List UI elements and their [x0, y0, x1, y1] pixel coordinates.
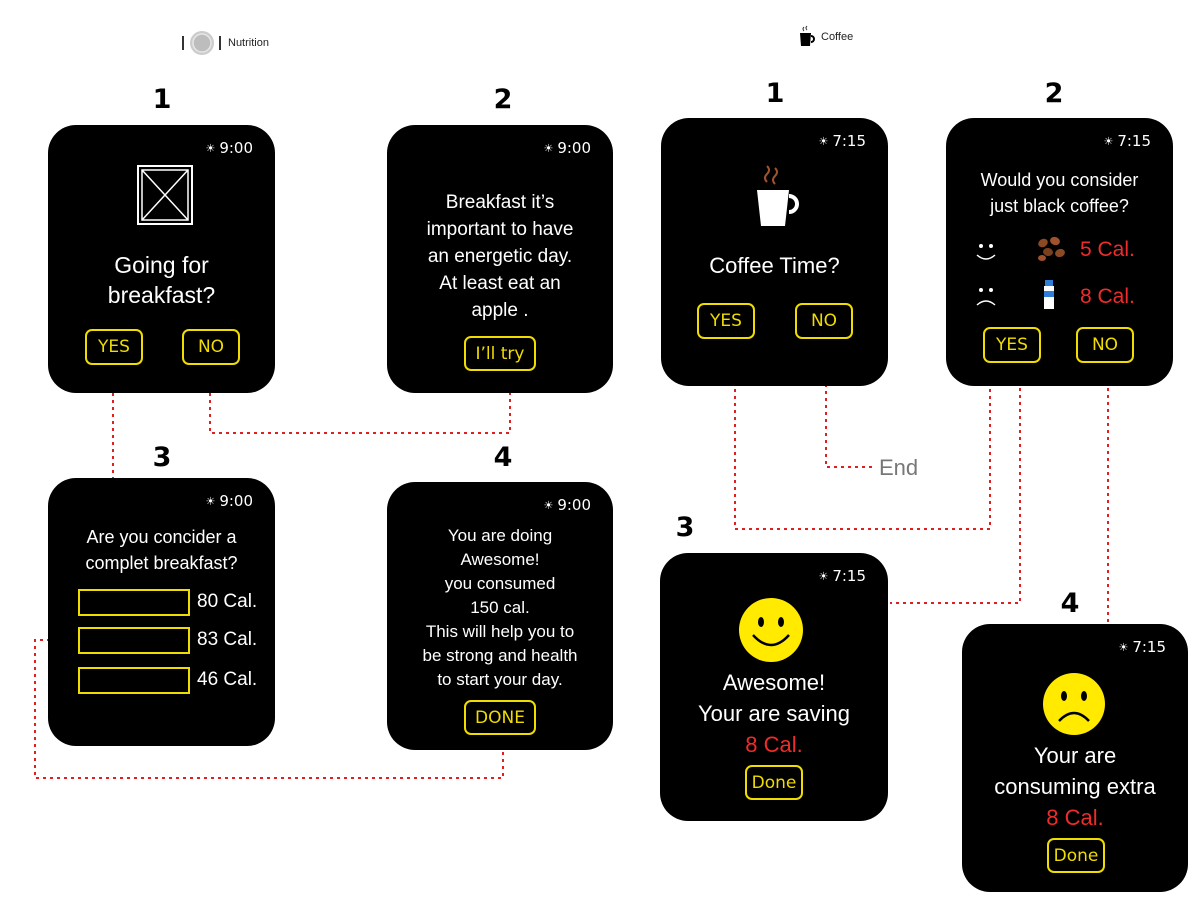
saving-calories: 8 Cal.	[745, 732, 803, 757]
nutrition-step-4-number: 4	[493, 442, 513, 473]
black-coffee-calories: 5 Cal.	[1080, 238, 1135, 261]
option-checkbox[interactable]	[78, 627, 190, 654]
plate-cutlery-icon	[182, 31, 221, 55]
done-button[interactable]: Done	[1047, 838, 1105, 873]
clock: ☀7:15	[818, 567, 866, 585]
coffee-time-question: Coffee Time?	[709, 253, 840, 278]
coffee-screen-3: ☀7:15 Awesome! Your are saving 8 Cal. Do…	[660, 553, 888, 821]
ill-try-button[interactable]: I’ll try	[464, 336, 536, 371]
connector-c2-yes-to-c3	[890, 367, 1021, 604]
nutrition-screen-3: ☀9:00 Are you concider a complet breakfa…	[48, 478, 275, 746]
end-label: End	[879, 455, 919, 480]
extra-consumption-message: Your are consuming extra 8 Cal.	[962, 740, 1188, 833]
nutrition-title: Nutrition	[228, 37, 269, 49]
coffee-header: Coffee	[797, 25, 853, 49]
clock: ☀7:15	[1103, 132, 1151, 150]
coffee-screen-4: ☀7:15 Your are consuming extra 8 Cal. Do…	[962, 624, 1188, 892]
coffee-screen-2: ☀7:15 Would you consider just black coff…	[946, 118, 1173, 386]
yes-button[interactable]: YES	[85, 329, 143, 365]
done-button[interactable]: DONE	[464, 700, 536, 735]
sun-icon: ☀	[205, 494, 216, 508]
option-checkbox[interactable]	[78, 589, 190, 616]
yes-button[interactable]: YES	[983, 327, 1041, 363]
coffee-step-1-number: 1	[765, 78, 785, 109]
image-placeholder-icon	[137, 165, 193, 225]
extra-calories: 8 Cal.	[1046, 805, 1104, 830]
clock: ☀9:00	[543, 139, 591, 157]
sad-face-icon	[1043, 673, 1105, 735]
milk-coffee-calories: 8 Cal.	[1080, 285, 1135, 308]
clock: ☀7:15	[1118, 638, 1166, 656]
smiley-face-icon	[739, 598, 803, 662]
nutrition-step-2-number: 2	[493, 84, 513, 115]
coffee-title: Coffee	[821, 31, 854, 43]
coffee-step-4-number: 4	[1060, 588, 1080, 619]
option-checkbox[interactable]	[78, 667, 190, 694]
coffee-step-2-number: 2	[1044, 78, 1064, 109]
connector-c1-yes-to-c2	[734, 340, 991, 530]
nutrition-step-1-number: 1	[152, 84, 172, 115]
coffee-screen-1: ☀7:15 Coffee Time? YES NO	[661, 118, 888, 386]
coffee-cup-icon	[800, 25, 815, 46]
no-button[interactable]: NO	[795, 303, 853, 339]
nutrition-step-3-number: 3	[152, 442, 172, 473]
nutrition-screen-2: ☀9:00 Breakfast it’s important to have a…	[387, 125, 613, 393]
coffee-beans-icon	[1038, 236, 1065, 261]
breakfast-question: Going for breakfast?	[107, 252, 216, 308]
connector-n1-no-to-n2	[209, 365, 511, 434]
no-button[interactable]: NO	[1076, 327, 1134, 363]
coffee-step-3-number: 3	[675, 512, 695, 543]
sun-icon: ☀	[205, 141, 216, 155]
clock: ☀9:00	[543, 496, 591, 514]
saving-message: Awesome! Your are saving 8 Cal.	[660, 667, 888, 760]
clock: ☀9:00	[205, 492, 253, 510]
smiley-face-icon	[976, 244, 996, 260]
sun-icon: ☀	[543, 141, 554, 155]
nutrition-header: Nutrition	[180, 29, 269, 57]
breakfast-summary: You are doing Awesome! you consumed 150 …	[422, 526, 578, 689]
option-label: 46 Cal.	[197, 669, 258, 690]
no-button[interactable]: NO	[182, 329, 240, 365]
clock: ☀7:15	[818, 132, 866, 150]
black-coffee-question: Would you consider just black coffee?	[980, 170, 1139, 216]
coffee-cup-icon	[757, 165, 799, 226]
yes-button[interactable]: YES	[697, 303, 755, 339]
sun-icon: ☀	[818, 134, 829, 148]
clock: ☀9:00	[205, 139, 253, 157]
milk-bottle-icon	[1044, 280, 1054, 309]
sun-icon: ☀	[543, 498, 554, 512]
sad-face-icon	[976, 288, 996, 306]
done-button[interactable]: Done	[745, 765, 803, 800]
option-label: 80 Cal.	[197, 591, 258, 612]
sun-icon: ☀	[1103, 134, 1114, 148]
sun-icon: ☀	[1118, 640, 1129, 654]
breakfast-advice: Breakfast it’s important to have an ener…	[426, 192, 574, 321]
nutrition-screen-4: ☀9:00 You are doing Awesome! you consume…	[387, 482, 613, 750]
nutrition-screen-1: ☀9:00 Going for breakfast? YES NO	[48, 125, 275, 393]
option-label: 83 Cal.	[197, 629, 258, 650]
sun-icon: ☀	[818, 569, 829, 583]
complete-breakfast-question: Are you concider a complet breakfast?	[85, 527, 238, 573]
